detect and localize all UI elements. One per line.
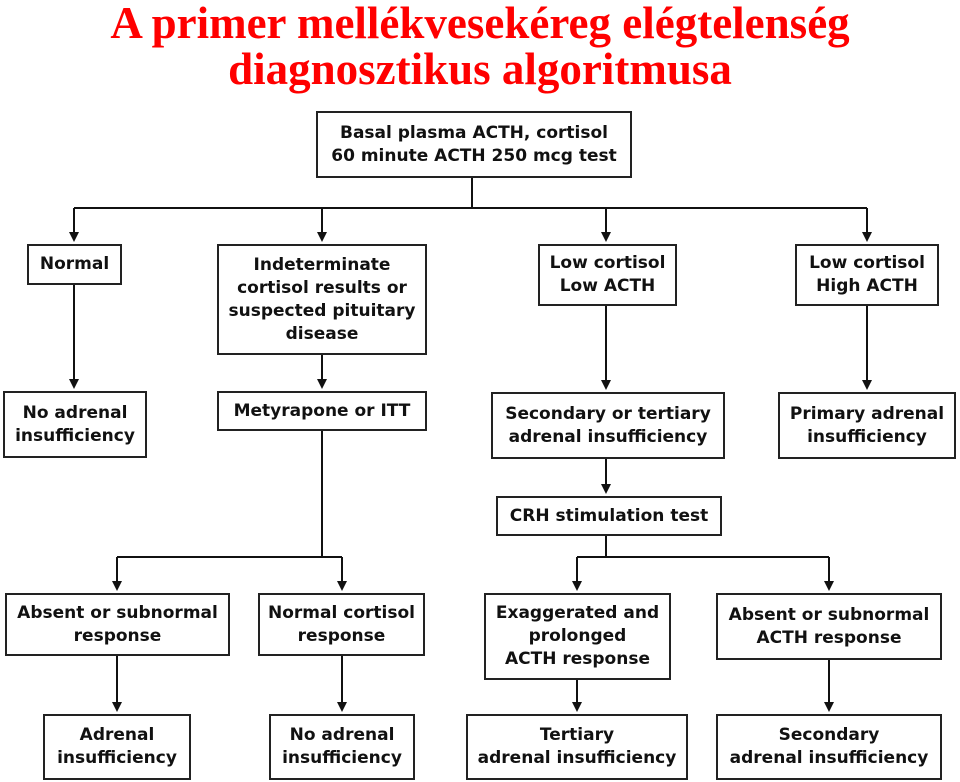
node-text-line: response [73,625,162,646]
node-text-line: Secondary or tertiary [505,403,711,424]
node-text-line: Normal [39,254,110,274]
node-normal: Normal [27,244,122,285]
node-text-line: Basal plasma ACTH, cortisol [339,122,608,143]
node-text-line: Tertiary [539,725,615,745]
node-text-line: Metyrapone or ITT [233,400,411,421]
node-text-line: insufficiency [807,426,927,447]
node-text-line: No adrenal [289,725,395,745]
node-secondary-adrenal-insufficiency: Secondary adrenal insufficiency [716,714,942,780]
title-line-1: A primer mellékvesekéreg elégtelenség [110,0,850,48]
node-text-line: prolonged [528,626,627,646]
node-no-adrenal-insufficiency-2: No adrenal insufficiency [269,714,415,780]
node-text-line: insufficiency [57,748,177,768]
node-text-line: Low ACTH [559,276,656,296]
node-text-line: insufficiency [15,425,135,446]
node-text-line: Absent or subnormal [17,602,218,623]
node-text-line: Low cortisol [809,253,925,273]
node-text-line: adrenal insufficiency [477,748,677,768]
node-metyrapone-itt: Metyrapone or ITT [217,391,427,431]
node-indeterminate: Indeterminate cortisol results or suspec… [217,244,427,355]
node-text-line: CRH stimulation test [509,505,709,526]
node-text-line: Exaggerated and [495,603,660,623]
node-adrenal-insufficiency: Adrenal insufficiency [43,714,191,780]
node-text-line: Absent or subnormal [728,604,930,625]
node-text-line: No adrenal [22,402,128,423]
node-text-line: Primary adrenal [789,403,945,424]
node-crh-stimulation-test: CRH stimulation test [496,496,722,536]
node-text-line: adrenal insufficiency [729,748,929,768]
node-exaggerated-prolonged: Exaggerated and prolonged ACTH response [484,593,671,680]
node-text-line: adrenal insufficiency [508,426,708,447]
node-text-line: cortisol results or [237,277,407,298]
node-text-line: ACTH response [756,627,902,648]
node-tertiary-adrenal-insufficiency: Tertiary adrenal insufficiency [466,714,688,780]
node-text-line: suspected pituitary [228,300,416,321]
node-text-line: Adrenal [79,725,155,745]
node-text-line: response [297,625,386,646]
node-text-line: disease [285,323,359,344]
node-text-line: Secondary [778,725,880,745]
node-text-line: High ACTH [816,276,918,296]
page-title: A primer mellékvesekéreg elégtelenség di… [0,0,960,92]
title-line-2: diagnosztikus algoritmusa [228,44,732,94]
node-text-line: 60 minute ACTH 250 mcg test [331,145,617,166]
node-text-line: insufficiency [282,748,402,768]
node-text-line: Indeterminate [253,254,391,275]
node-text-line: Normal cortisol [268,602,415,623]
node-text-line: ACTH response [504,649,650,669]
node-text-line: Low cortisol [549,253,666,273]
